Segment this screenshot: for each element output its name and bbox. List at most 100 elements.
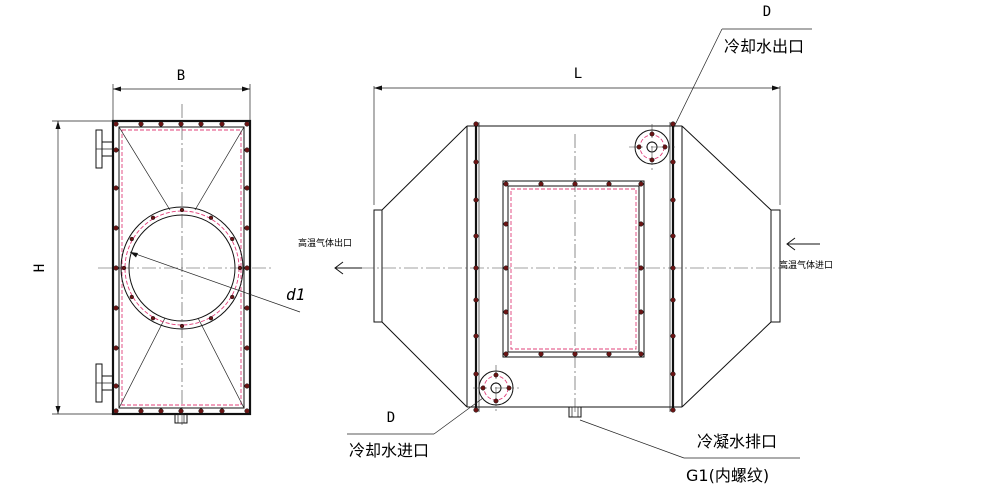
water-inlet-callout: D 冷却水进口 [347, 397, 484, 460]
side-bolts [113, 121, 250, 414]
bolt [244, 345, 250, 351]
side-bracing [118, 126, 245, 409]
main-bolts [473, 121, 676, 413]
height-dimension: H [32, 120, 112, 415]
drain-label: 冷凝水排口 [697, 432, 777, 451]
bolt [219, 408, 225, 414]
bolt [473, 407, 479, 413]
outlet-flow-arrow: 高温气体出口 [298, 237, 362, 275]
water-outlet-label: 冷却水出口 [724, 37, 804, 56]
width-dimension: B [112, 68, 251, 120]
bolt [538, 351, 544, 357]
bolt [178, 408, 184, 414]
bolt [244, 305, 250, 311]
side-nozzle-bottom [95, 363, 114, 403]
bolt [638, 221, 644, 227]
side-nozzle-top [95, 129, 114, 169]
drain-thread-label: G1(内螺纹) [686, 466, 769, 485]
bolt [178, 121, 184, 127]
bolt [179, 323, 185, 329]
side-drain-plug [174, 413, 188, 424]
bolt [572, 351, 578, 357]
gas-outlet-label: 高温气体出口 [298, 237, 352, 249]
bolt [113, 265, 119, 271]
inlet-flow-arrow: 高温气体进口 [779, 237, 833, 271]
bolt [244, 121, 250, 127]
bolt [473, 297, 479, 303]
bolt [670, 233, 676, 239]
bolt [606, 181, 612, 187]
bolt [670, 159, 676, 165]
bolt [113, 121, 119, 127]
bolt [670, 333, 676, 339]
water-inlet-ref: D [387, 410, 395, 426]
bolt [473, 197, 479, 203]
length-dimension: L [373, 66, 781, 205]
bolt [503, 221, 509, 227]
inspection-window [502, 180, 645, 358]
bolt [208, 316, 214, 321]
bolt [473, 159, 479, 165]
bolt [638, 351, 644, 357]
bolt [121, 265, 127, 271]
water-outlet-ref: D [763, 4, 771, 20]
bolt [113, 383, 119, 389]
bolt [138, 408, 144, 414]
bolt [670, 265, 676, 271]
bolt [670, 197, 676, 203]
gas-inlet-label: 高温气体进口 [779, 259, 833, 271]
bolt [503, 265, 509, 271]
water-outlet-callout: D 冷却水出口 [672, 4, 812, 130]
bolt [473, 121, 479, 127]
bolt [572, 181, 578, 187]
bolt [244, 225, 250, 231]
bolt [150, 316, 156, 321]
bolt [244, 265, 250, 271]
bolt [179, 207, 185, 213]
bolt [244, 185, 250, 191]
bolt [219, 121, 225, 127]
water-inlet-flange [473, 365, 519, 411]
bolt [113, 225, 119, 231]
bolt [606, 351, 612, 357]
width-label: B [177, 68, 185, 84]
bolt [503, 181, 509, 187]
bolt [129, 294, 134, 300]
bolt [538, 181, 544, 187]
bolt [113, 147, 119, 153]
length-label: L [574, 66, 582, 82]
bolt [473, 233, 479, 239]
bolt [158, 408, 164, 414]
bolt [237, 265, 243, 271]
bolt [158, 121, 164, 127]
height-label: H [32, 264, 48, 272]
bolt [198, 121, 204, 127]
bolt [208, 215, 214, 220]
bolt [503, 309, 509, 315]
bolt [150, 215, 156, 220]
water-inlet-label: 冷却水进口 [349, 441, 429, 460]
bolt [230, 236, 235, 242]
bolt [129, 236, 134, 242]
main-body [466, 122, 683, 412]
drain-callout: 冷凝水排口 G1(内螺纹) [579, 419, 800, 485]
bolt [198, 408, 204, 414]
bolt [138, 121, 144, 127]
bolt [638, 265, 644, 271]
bolt [670, 407, 676, 413]
bolt [638, 309, 644, 315]
diameter-label: d1 [286, 285, 305, 304]
main-view: L [298, 66, 833, 418]
bolt [670, 297, 676, 303]
water-outlet-flange [629, 124, 675, 170]
outlet-cone [373, 125, 468, 408]
bolt [473, 265, 479, 271]
side-view: B H [32, 68, 305, 425]
side-outer-frame [111, 119, 252, 416]
side-inner-frame [118, 126, 245, 409]
bolt [230, 294, 235, 300]
bolt [113, 185, 119, 191]
bolt [113, 408, 119, 414]
diameter-callout: d1 [129, 251, 305, 313]
